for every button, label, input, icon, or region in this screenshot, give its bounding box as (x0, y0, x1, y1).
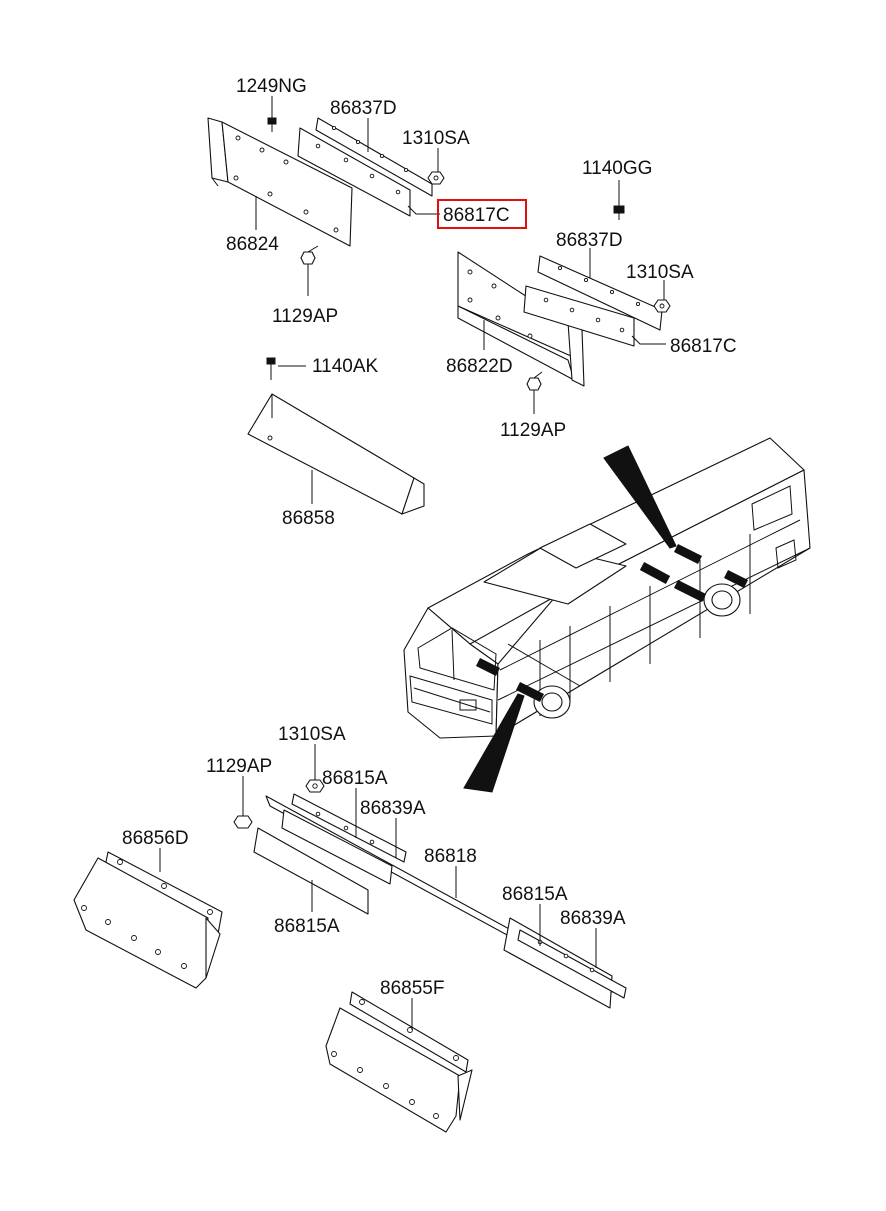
label-86837d-right: 86837D (556, 230, 623, 251)
label-86817c-highlighted[interactable]: 86817C (443, 205, 510, 226)
label-1310sa-right: 1310SA (626, 262, 694, 283)
label-86837d-top: 86837D (330, 98, 397, 119)
bus-illustration (403, 437, 811, 793)
strip-86839a-top (291, 793, 407, 863)
bolt-1129ap-bottom-icon (233, 800, 253, 829)
label-1140gg: 1140GG (582, 158, 652, 179)
label-86824: 86824 (226, 234, 279, 255)
label-1310sa-bottom: 1310SA (278, 724, 346, 745)
label-1129ap-bottom: 1129AP (206, 756, 272, 777)
nut-1310sa-top-icon (427, 171, 445, 185)
strip-86815a-top (281, 809, 393, 885)
screw-1140ak-icon (266, 357, 276, 380)
nut-1310sa-right-icon (653, 299, 671, 313)
bracket-86855f (325, 991, 473, 1133)
label-86822d: 86822D (446, 356, 513, 377)
bolt-1129ap-top-icon (300, 245, 319, 265)
panel-86824 (207, 117, 353, 247)
highlight-box-86817c (437, 199, 527, 229)
screw-1249ng-icon (267, 117, 277, 132)
label-86856d: 86856D (122, 828, 189, 849)
screw-1140gg-icon (613, 205, 625, 220)
strip-86837d-top (315, 117, 433, 197)
panel-86822d (457, 251, 585, 387)
bracket-86858 (247, 393, 425, 515)
label-1310sa-top: 1310SA (402, 128, 470, 149)
label-86839a-top: 86839A (360, 798, 426, 819)
leader-lines (159, 96, 666, 1030)
label-86818: 86818 (424, 846, 477, 867)
nut-1310sa-bottom-icon (305, 779, 325, 793)
bracket-86856d (73, 851, 223, 989)
label-1249ng: 1249NG (236, 76, 307, 97)
bolt-1129ap-right-icon (526, 371, 543, 391)
label-1129ap-top: 1129AP (272, 306, 338, 327)
label-86855f: 86855F (380, 978, 444, 999)
label-86839a-right: 86839A (560, 908, 626, 929)
strip-86815a-left (253, 827, 369, 915)
label-86817c-right: 86817C (670, 336, 737, 357)
strip-86837d-right (537, 255, 663, 331)
label-1129ap-right: 1129AP (500, 420, 566, 441)
label-1140ak: 1140AK (312, 356, 379, 377)
label-86815a-left: 86815A (274, 916, 340, 937)
strip-86817c-right (523, 285, 635, 347)
strip-86817c-top (297, 127, 411, 217)
label-86815a-top: 86815A (322, 768, 388, 789)
label-86815a-mid: 86815A (502, 884, 568, 905)
label-86858: 86858 (282, 508, 335, 529)
